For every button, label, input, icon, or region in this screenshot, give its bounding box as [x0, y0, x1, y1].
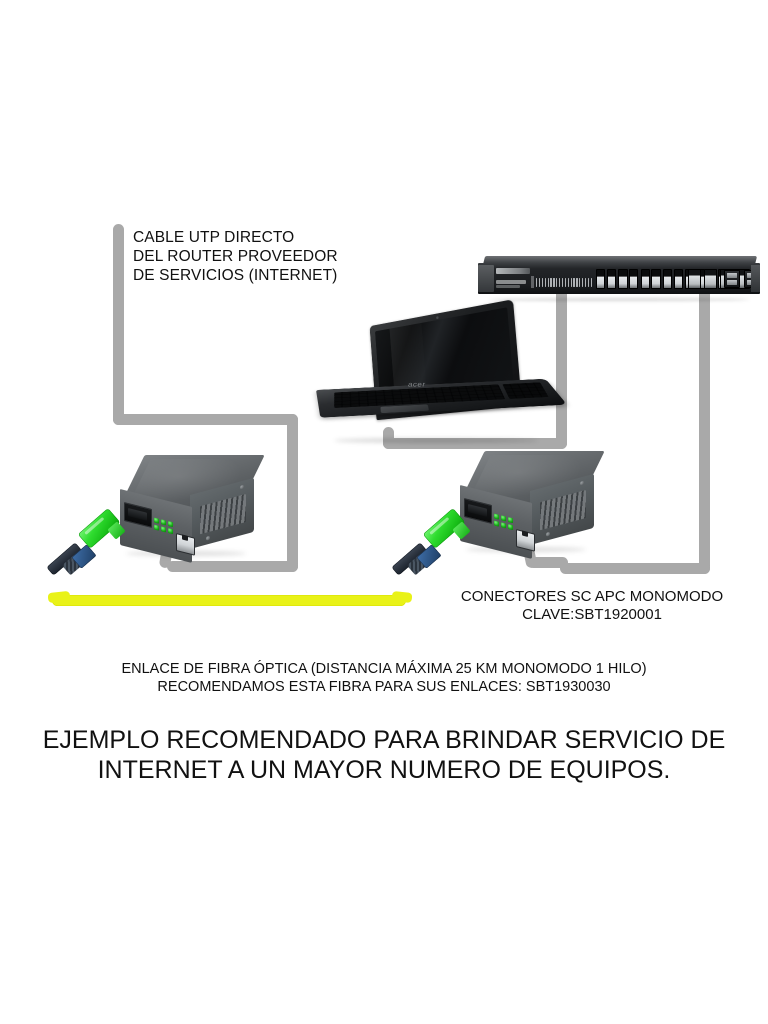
- convertidor-izquierdo-leds: [154, 517, 173, 535]
- switch-etiqueta-leds: [531, 276, 534, 288]
- switch-chasis: [478, 263, 760, 294]
- convertidor-derecho-tornillo-inferior: [546, 531, 550, 537]
- cable-utp-proveedor-entrada-convertidor: [167, 561, 298, 572]
- switch-rackmount[interactable]: [478, 256, 760, 301]
- cable-utp-laptop-subida-switch: [556, 276, 567, 449]
- convertidor-derecho-rejilla-ventilacion: [540, 489, 586, 531]
- convertidor-izquierdo-rejilla-ventilacion: [200, 493, 246, 535]
- convertidor-de-medios-derecho[interactable]: [458, 451, 606, 561]
- convertidor-derecho-puerto-rj45[interactable]: [516, 528, 535, 552]
- switch-panel-frontal: [478, 263, 760, 294]
- cable-utp-switch-horizontal-inferior: [560, 563, 710, 574]
- cable-utp-switch-codo-convertidor: [528, 557, 568, 568]
- cable-utp-laptop-horizontal: [383, 438, 567, 449]
- convertidor-derecho-leds: [494, 513, 513, 531]
- convertidor-derecho-puerto-sc[interactable]: [464, 497, 492, 524]
- switch-oreja-derecha: [751, 265, 760, 292]
- cable-utp-proveedor-bajada: [287, 414, 298, 572]
- cable-utp-switch-bajada: [699, 276, 710, 574]
- switch-oreja-izquierda: [478, 265, 494, 292]
- switch-sombra: [488, 298, 750, 301]
- convertidor-de-medios-izquierdo[interactable]: [118, 455, 266, 565]
- laptop-sombra: [334, 438, 538, 443]
- cable-utp-proveedor-horizontal: [113, 414, 298, 425]
- enlace-fibra-optica: [52, 595, 406, 606]
- titulo-principal: EJEMPLO RECOMENDADO PARA BRINDAR SERVICI…: [42, 726, 726, 784]
- switch-texto-submodelo: [496, 285, 520, 288]
- switch-logo-marca: [496, 268, 530, 274]
- convertidor-izquierdo-puerto-rj45[interactable]: [176, 532, 195, 556]
- laptop[interactable]: acer: [316, 298, 568, 446]
- laptop-teclado-numerico[interactable]: [502, 382, 549, 399]
- conector-sc-apc-izquierdo[interactable]: [46, 508, 134, 608]
- convertidor-izquierdo-tornillo-inferior: [206, 535, 210, 541]
- cable-utp-proveedor-vertical: [113, 224, 124, 425]
- laptop-trackpad[interactable]: [380, 404, 430, 414]
- switch-texto-modelo: [496, 280, 526, 284]
- convertidor-derecho-tornillo-superior: [580, 480, 584, 486]
- convertidor-izquierdo-tornillo-superior: [240, 484, 244, 490]
- laptop-logo-marca: acer: [407, 380, 427, 389]
- conectores-label: CONECTORES SC APC MONOMODO CLAVE:SBT1920…: [460, 588, 724, 624]
- cable-utp-label: CABLE UTP DIRECTO DEL ROUTER PROVEEDOR D…: [133, 229, 338, 284]
- switch-indicadores-led: [536, 277, 592, 288]
- camera-icon: [435, 315, 439, 319]
- enlace-fibra-label: ENLACE DE FIBRA ÓPTICA (DISTANCIA MÁXIMA…: [121, 661, 647, 695]
